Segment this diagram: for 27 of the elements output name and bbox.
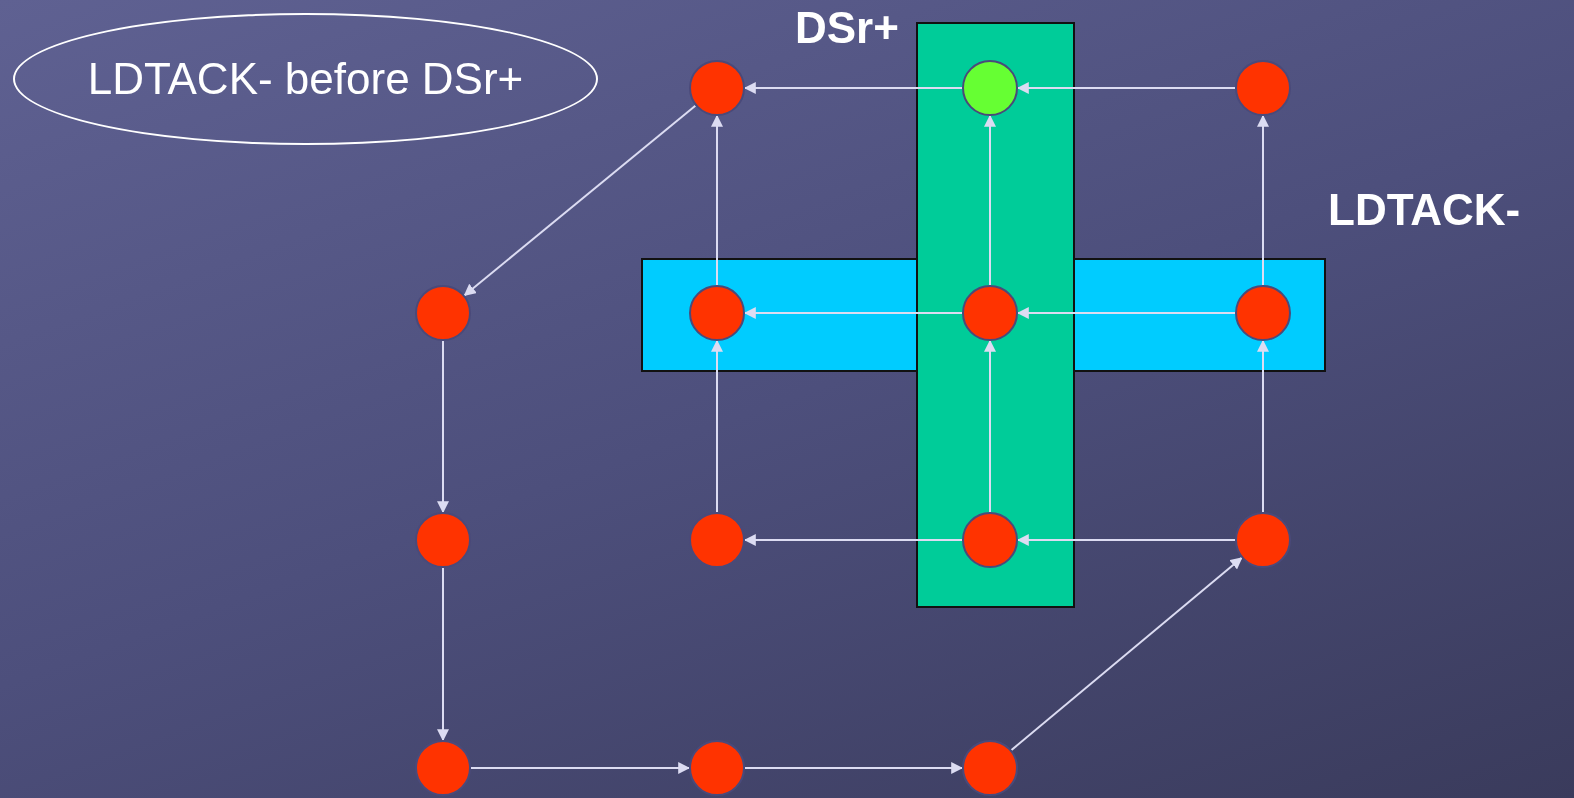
state-circle	[689, 740, 745, 796]
arrow	[743, 534, 963, 546]
arrow	[1016, 307, 1236, 319]
band-label: DSr+	[795, 4, 899, 53]
arrow	[1010, 556, 1243, 752]
arrow	[463, 104, 697, 297]
arrow	[984, 114, 996, 286]
arrow	[437, 567, 449, 742]
state-circle	[1235, 512, 1291, 568]
arrow	[711, 114, 723, 286]
arrow	[743, 82, 963, 94]
arrow	[1257, 114, 1269, 286]
state-circle	[415, 285, 471, 341]
arrow	[1016, 534, 1236, 546]
state-circle	[1235, 60, 1291, 116]
arrow	[743, 307, 963, 319]
state-circle	[962, 740, 1018, 796]
arrow	[470, 762, 691, 774]
arrow	[437, 340, 449, 514]
arrow	[984, 339, 996, 513]
ellipse-callout: LDTACK- before DSr+	[13, 13, 598, 145]
arrow	[1016, 82, 1236, 94]
arrow	[1257, 339, 1269, 513]
arrow	[744, 762, 964, 774]
state-circle	[689, 60, 745, 116]
band-label: LDTACK-	[1328, 186, 1521, 235]
arrow	[711, 339, 723, 513]
